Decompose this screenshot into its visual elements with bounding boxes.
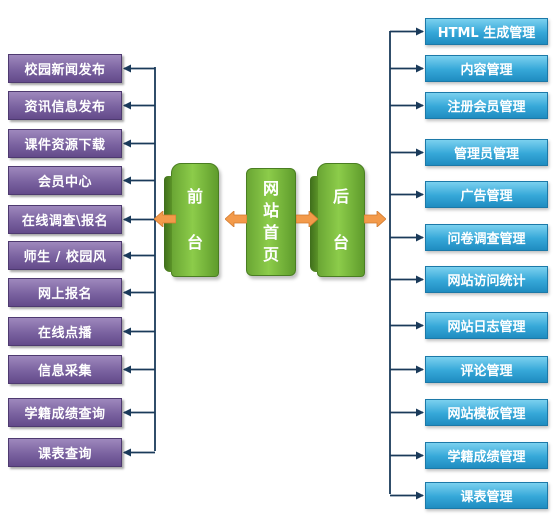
left-box-courseware: 课件资源下载 (8, 129, 122, 158)
arrow-right-1-icon (296, 211, 318, 227)
back-char-2: 台 (332, 233, 349, 252)
back-end-block: 后 台 (310, 163, 365, 277)
front-char-1: 前 (186, 187, 203, 206)
home-char-4: 页 (262, 245, 279, 264)
right-box-admins: 管理员管理 (425, 139, 548, 166)
left-box-signup: 网上报名 (8, 278, 122, 307)
right-box-templates: 网站模板管理 (425, 399, 548, 426)
arrow-left-2-icon (225, 211, 247, 227)
left-box-info: 资讯信息发布 (8, 91, 122, 120)
arrow-right-2-icon (364, 211, 386, 227)
left-box-news: 校园新闻发布 (8, 54, 122, 83)
left-box-collect: 信息采集 (8, 355, 122, 384)
left-box-member: 会员中心 (8, 166, 122, 195)
right-box-grades: 学籍成绩管理 (425, 442, 548, 469)
right-box-logs: 网站日志管理 (425, 312, 548, 339)
homepage-block: 网 站 首 页 (246, 168, 296, 276)
home-char-1: 网 (262, 179, 279, 198)
right-box-stats: 网站访问统计 (425, 266, 548, 293)
right-box-ads: 广告管理 (425, 181, 548, 208)
right-box-members: 注册会员管理 (425, 92, 548, 119)
home-char-2: 站 (262, 201, 279, 220)
front-char-2: 台 (186, 233, 203, 252)
arrow-left-1-icon (154, 211, 176, 227)
right-box-schedule: 课表管理 (425, 482, 548, 509)
left-box-campus: 师生 / 校园风 (8, 241, 122, 270)
back-char-1: 后 (332, 187, 349, 206)
left-box-grades: 学籍成绩查询 (8, 398, 122, 427)
front-end-block: 前 台 (164, 163, 219, 277)
right-box-survey: 问卷调查管理 (425, 224, 548, 251)
left-box-survey: 在线调查\报名 (8, 205, 122, 234)
left-box-schedule: 课表查询 (8, 438, 122, 467)
right-box-comments: 评论管理 (425, 356, 548, 383)
right-box-html: HTML 生成管理 (425, 18, 548, 45)
right-box-content: 内容管理 (425, 55, 548, 82)
left-box-vod: 在线点播 (8, 317, 122, 346)
home-char-3: 首 (262, 223, 279, 242)
